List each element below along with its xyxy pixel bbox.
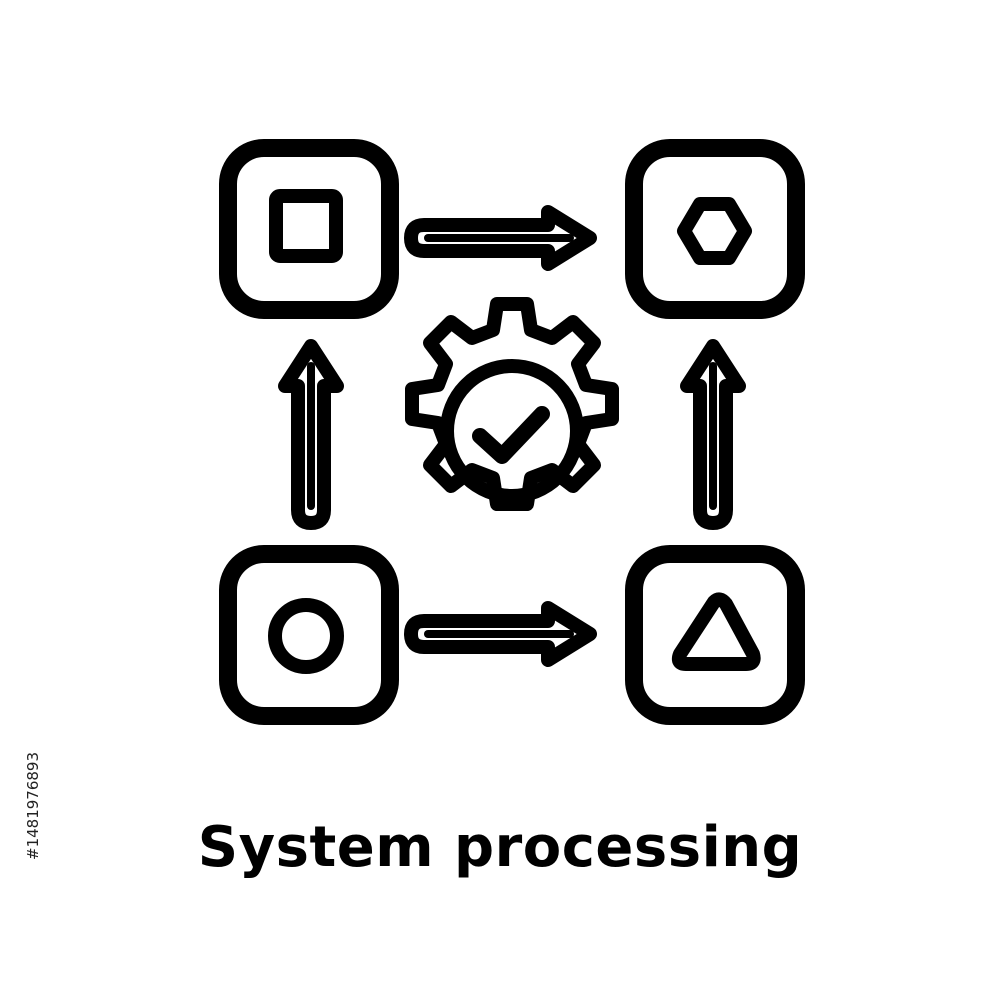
box-bottom-left [219,545,399,725]
check-mark-icon [472,406,550,464]
arrow-right-up [680,339,746,530]
square-icon [269,189,343,263]
caption-title: System processing [197,815,803,880]
circle-icon [268,598,344,674]
arrow-top-right [404,205,597,271]
check-circle [440,359,584,503]
box-top-left [219,139,399,319]
hexagon-icon [677,197,752,265]
stock-id-label: #1481976893 [24,751,42,860]
triangle-icon [671,592,761,671]
arrow-left-up [278,339,344,530]
gear-check-icon [405,297,619,511]
box-top-right [625,139,805,319]
box-bottom-right [625,545,805,725]
arrow-bottom-right [404,601,597,667]
